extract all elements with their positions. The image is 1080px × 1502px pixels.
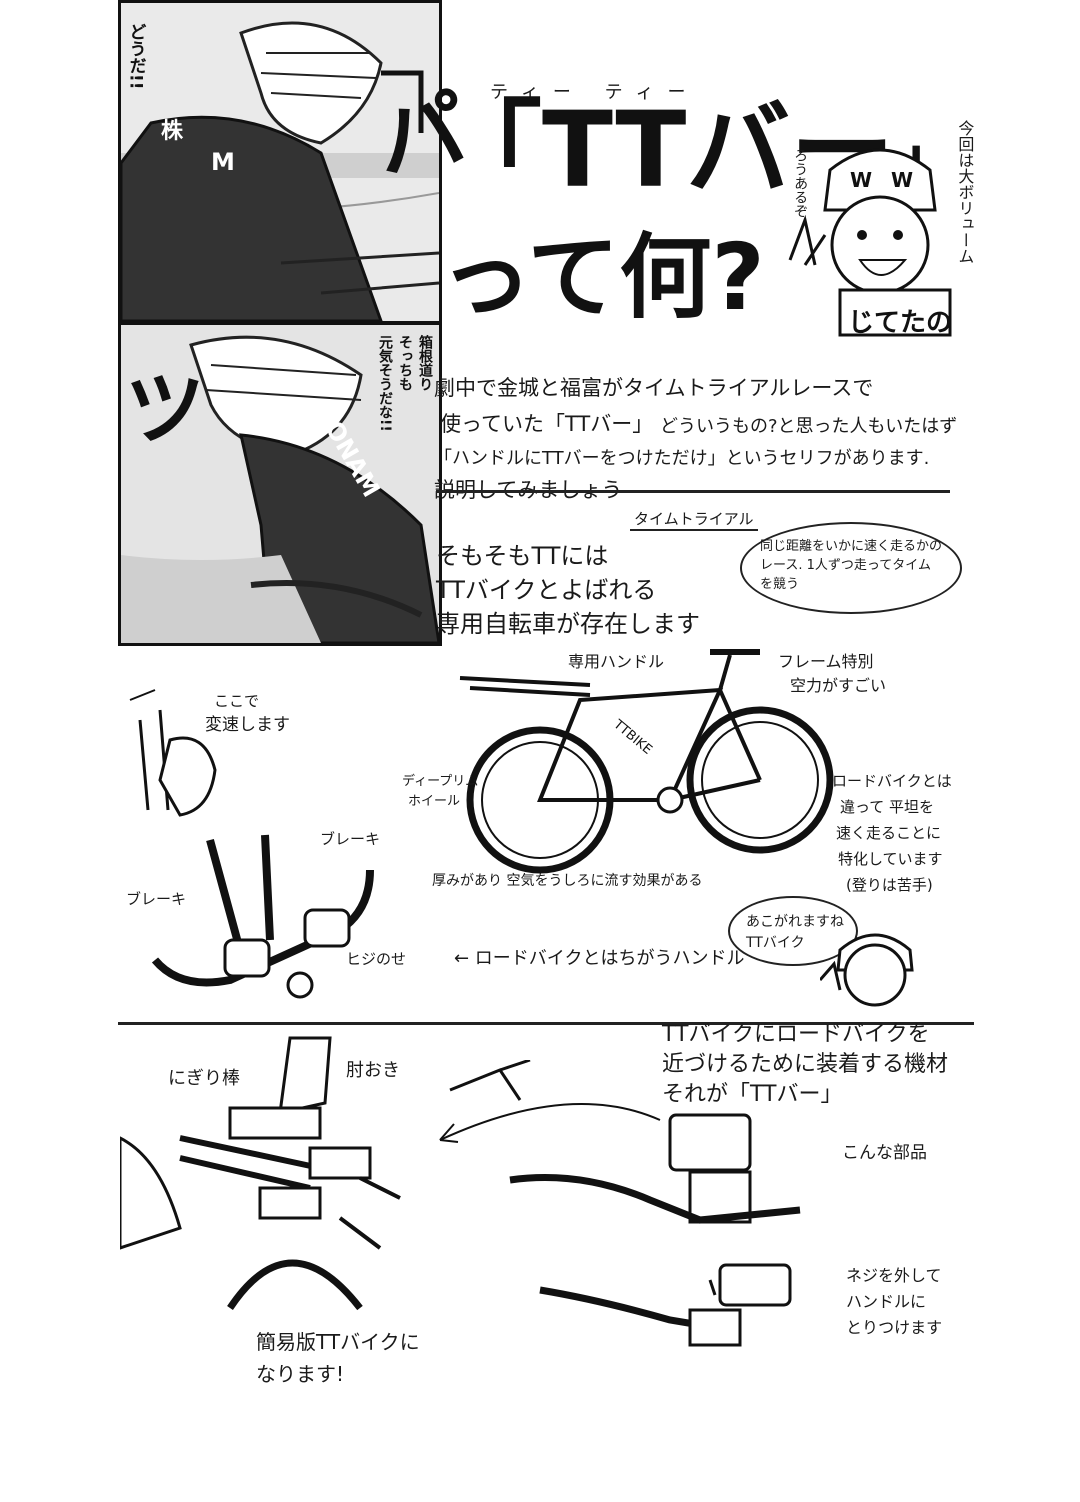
label-wheel-2: ホイール — [408, 794, 461, 809]
jersey-text-2: M — [211, 148, 235, 176]
label-screw-3: とりつけます — [846, 1318, 943, 1337]
author-sign: じてたの — [848, 308, 953, 338]
label-handle-difference: ← ロードバイクとはちがうハンドル — [454, 948, 745, 969]
author-bubble-line-2: TTバイク — [746, 935, 805, 951]
section2-line-3: それが「TTバー」 — [662, 1082, 843, 1107]
label-wheel-note: 厚みがあり 空気をうしろに流す効果がある — [432, 873, 703, 889]
intro-line-2a: 使っていた「TTバー」 — [440, 412, 654, 436]
top-speech: どうだ!! — [125, 23, 146, 90]
label-result-1: 簡易版TTバイクに — [256, 1330, 420, 1354]
label-road-5: (登りは苦手) — [846, 876, 933, 894]
tt-bike-illustration — [459, 649, 834, 874]
bottom-speech-2: そっちも — [397, 335, 413, 391]
manga-panel-bottom: 箱根道り そっちも 元気そうだな!! ツ ONAM — [118, 322, 442, 646]
author-bubble-line-1: あこがれますね — [746, 914, 844, 930]
section1-line-2: TTバイクとよばれる — [436, 576, 657, 604]
intro-line-4: 説明してみましょう — [434, 478, 623, 502]
bottom-speech-3: 元気そうだな!! — [377, 335, 393, 432]
section2-line-1: TTバイクにロードバイクを — [662, 1022, 930, 1047]
manga-panel-bottom-art — [121, 325, 439, 643]
label-elbow: ヒジのせ — [346, 950, 407, 968]
curved-arrow-icon — [439, 1060, 661, 1143]
label-wheel-1: ディープリム — [402, 774, 479, 789]
title-open-bracket: 「 — [438, 89, 543, 211]
tt-ruby: タイムトライアル — [630, 508, 758, 531]
bottom-sfx: ツ — [125, 363, 205, 456]
intro-line-2b: どういうもの?と思った人もいたはず — [660, 416, 958, 437]
shifter-hand-illustration — [129, 689, 217, 817]
jersey-text-1: 株 — [161, 119, 184, 144]
title-line2: って何? — [440, 224, 765, 331]
bottom-speech-1: 箱根道り — [417, 335, 433, 391]
label-frame-2: 空力がすごい — [790, 676, 887, 695]
title-ruby: ティー ティー — [490, 82, 700, 103]
label-shift-1: ここで — [214, 692, 260, 710]
author-cap-letters: W W — [850, 168, 920, 192]
divider-2 — [118, 1022, 974, 1025]
rider-with-tt-bar-illustration — [120, 1036, 401, 1311]
author-note-2: ろうあるぞ — [792, 148, 809, 218]
author-character-icon — [788, 148, 952, 337]
tt-bar-part-illustration — [509, 1113, 801, 1347]
intro-line-3: 「ハンドルにTTバーをつけただけ」というセリフがあります. — [434, 448, 930, 469]
author-bubble: あこがれますね TTバイク — [728, 896, 858, 966]
label-road-4: 特化しています — [838, 850, 943, 868]
label-result-2: なります! — [256, 1362, 345, 1386]
label-screw-2: ハンドルに — [846, 1292, 927, 1311]
label-brake-right: ブレーキ — [320, 830, 381, 848]
manga-panel-top: どうだ!! 株 M — [118, 0, 442, 324]
label-shift-2: 変速します — [205, 715, 290, 735]
tt-handlebar-illustration — [151, 834, 374, 999]
divider-1 — [436, 490, 950, 493]
label-elbow-rest: 肘おき — [346, 1060, 400, 1081]
section1-line-1: そもそもTTには — [436, 542, 609, 570]
label-part: こんな部品 — [842, 1143, 927, 1163]
tt-definition-bubble: 同じ距離をいかに速く走るかのレース. 1人ずつ走ってタイムを競う — [740, 522, 962, 614]
label-screw-1: ネジを外して — [846, 1266, 942, 1285]
label-road-3: 速く走ることに — [836, 824, 942, 842]
section1-line-3: 専用自転車が存在します — [436, 610, 700, 638]
label-grip: にぎり棒 — [168, 1068, 240, 1089]
label-road-1: ロードバイクとは — [832, 772, 952, 790]
manga-panel-top-art — [121, 3, 439, 321]
intro-line-1: 劇中で金城と福富がタイムトライアルレースで — [434, 376, 874, 400]
section2-line-2: 近づけるために装着する機材 — [662, 1052, 949, 1077]
label-frame-1: フレーム特別 — [778, 652, 874, 671]
label-special-handle: 専用ハンドル — [568, 652, 665, 671]
label-brake-left: ブレーキ — [126, 890, 187, 908]
author-note-1: 今回は大ボリューム — [955, 120, 975, 264]
label-road-2: 違って 平坦を — [840, 798, 935, 816]
author-small-icon — [820, 933, 914, 1007]
